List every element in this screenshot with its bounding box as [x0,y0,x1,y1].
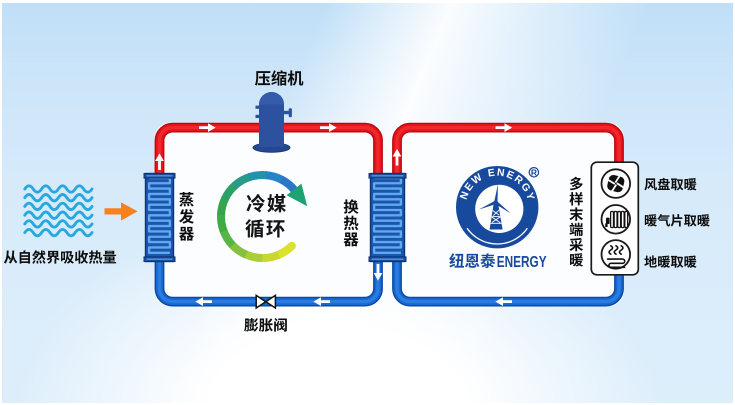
svg-text:ENERGY: ENERGY [497,254,547,271]
svg-text:R: R [531,167,537,177]
